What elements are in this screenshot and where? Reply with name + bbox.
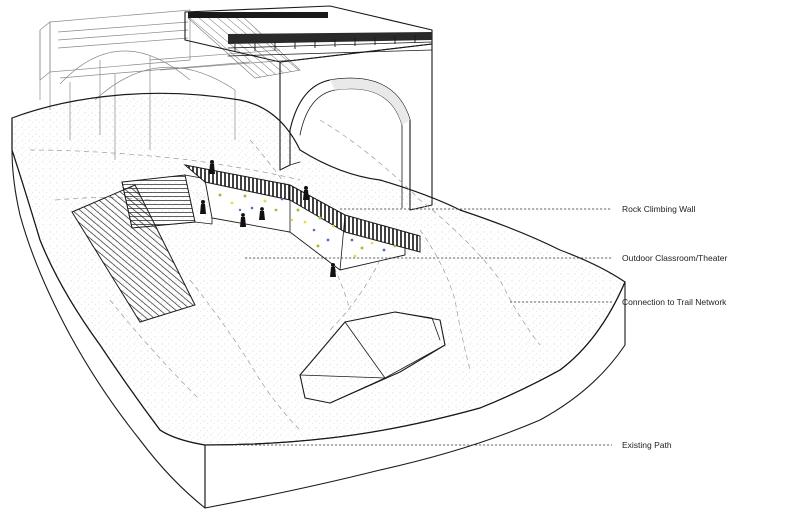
ground-surface <box>11 92 626 446</box>
callout-trail-connection: Connection to Trail Network <box>622 297 727 307</box>
callout-leaders <box>215 208 612 446</box>
callout-existing-path: Existing Path <box>622 440 672 450</box>
climbing-holds <box>218 193 397 258</box>
callout-rock-climbing-wall: Rock Climbing Wall <box>622 204 695 214</box>
people-figures <box>200 160 336 277</box>
person-figure <box>330 263 336 277</box>
terrain-block <box>11 92 626 509</box>
boulder <box>299 311 446 404</box>
person-figure <box>209 160 215 174</box>
viaduct-arch <box>184 5 433 211</box>
person-figure <box>259 207 265 220</box>
person-figure <box>240 213 246 227</box>
amphitheater-steps <box>121 174 213 229</box>
callout-outdoor-classroom: Outdoor Classroom/Theater <box>622 253 728 263</box>
person-figure <box>200 200 206 214</box>
person-figure <box>303 186 309 200</box>
hatched-slope <box>71 184 196 323</box>
